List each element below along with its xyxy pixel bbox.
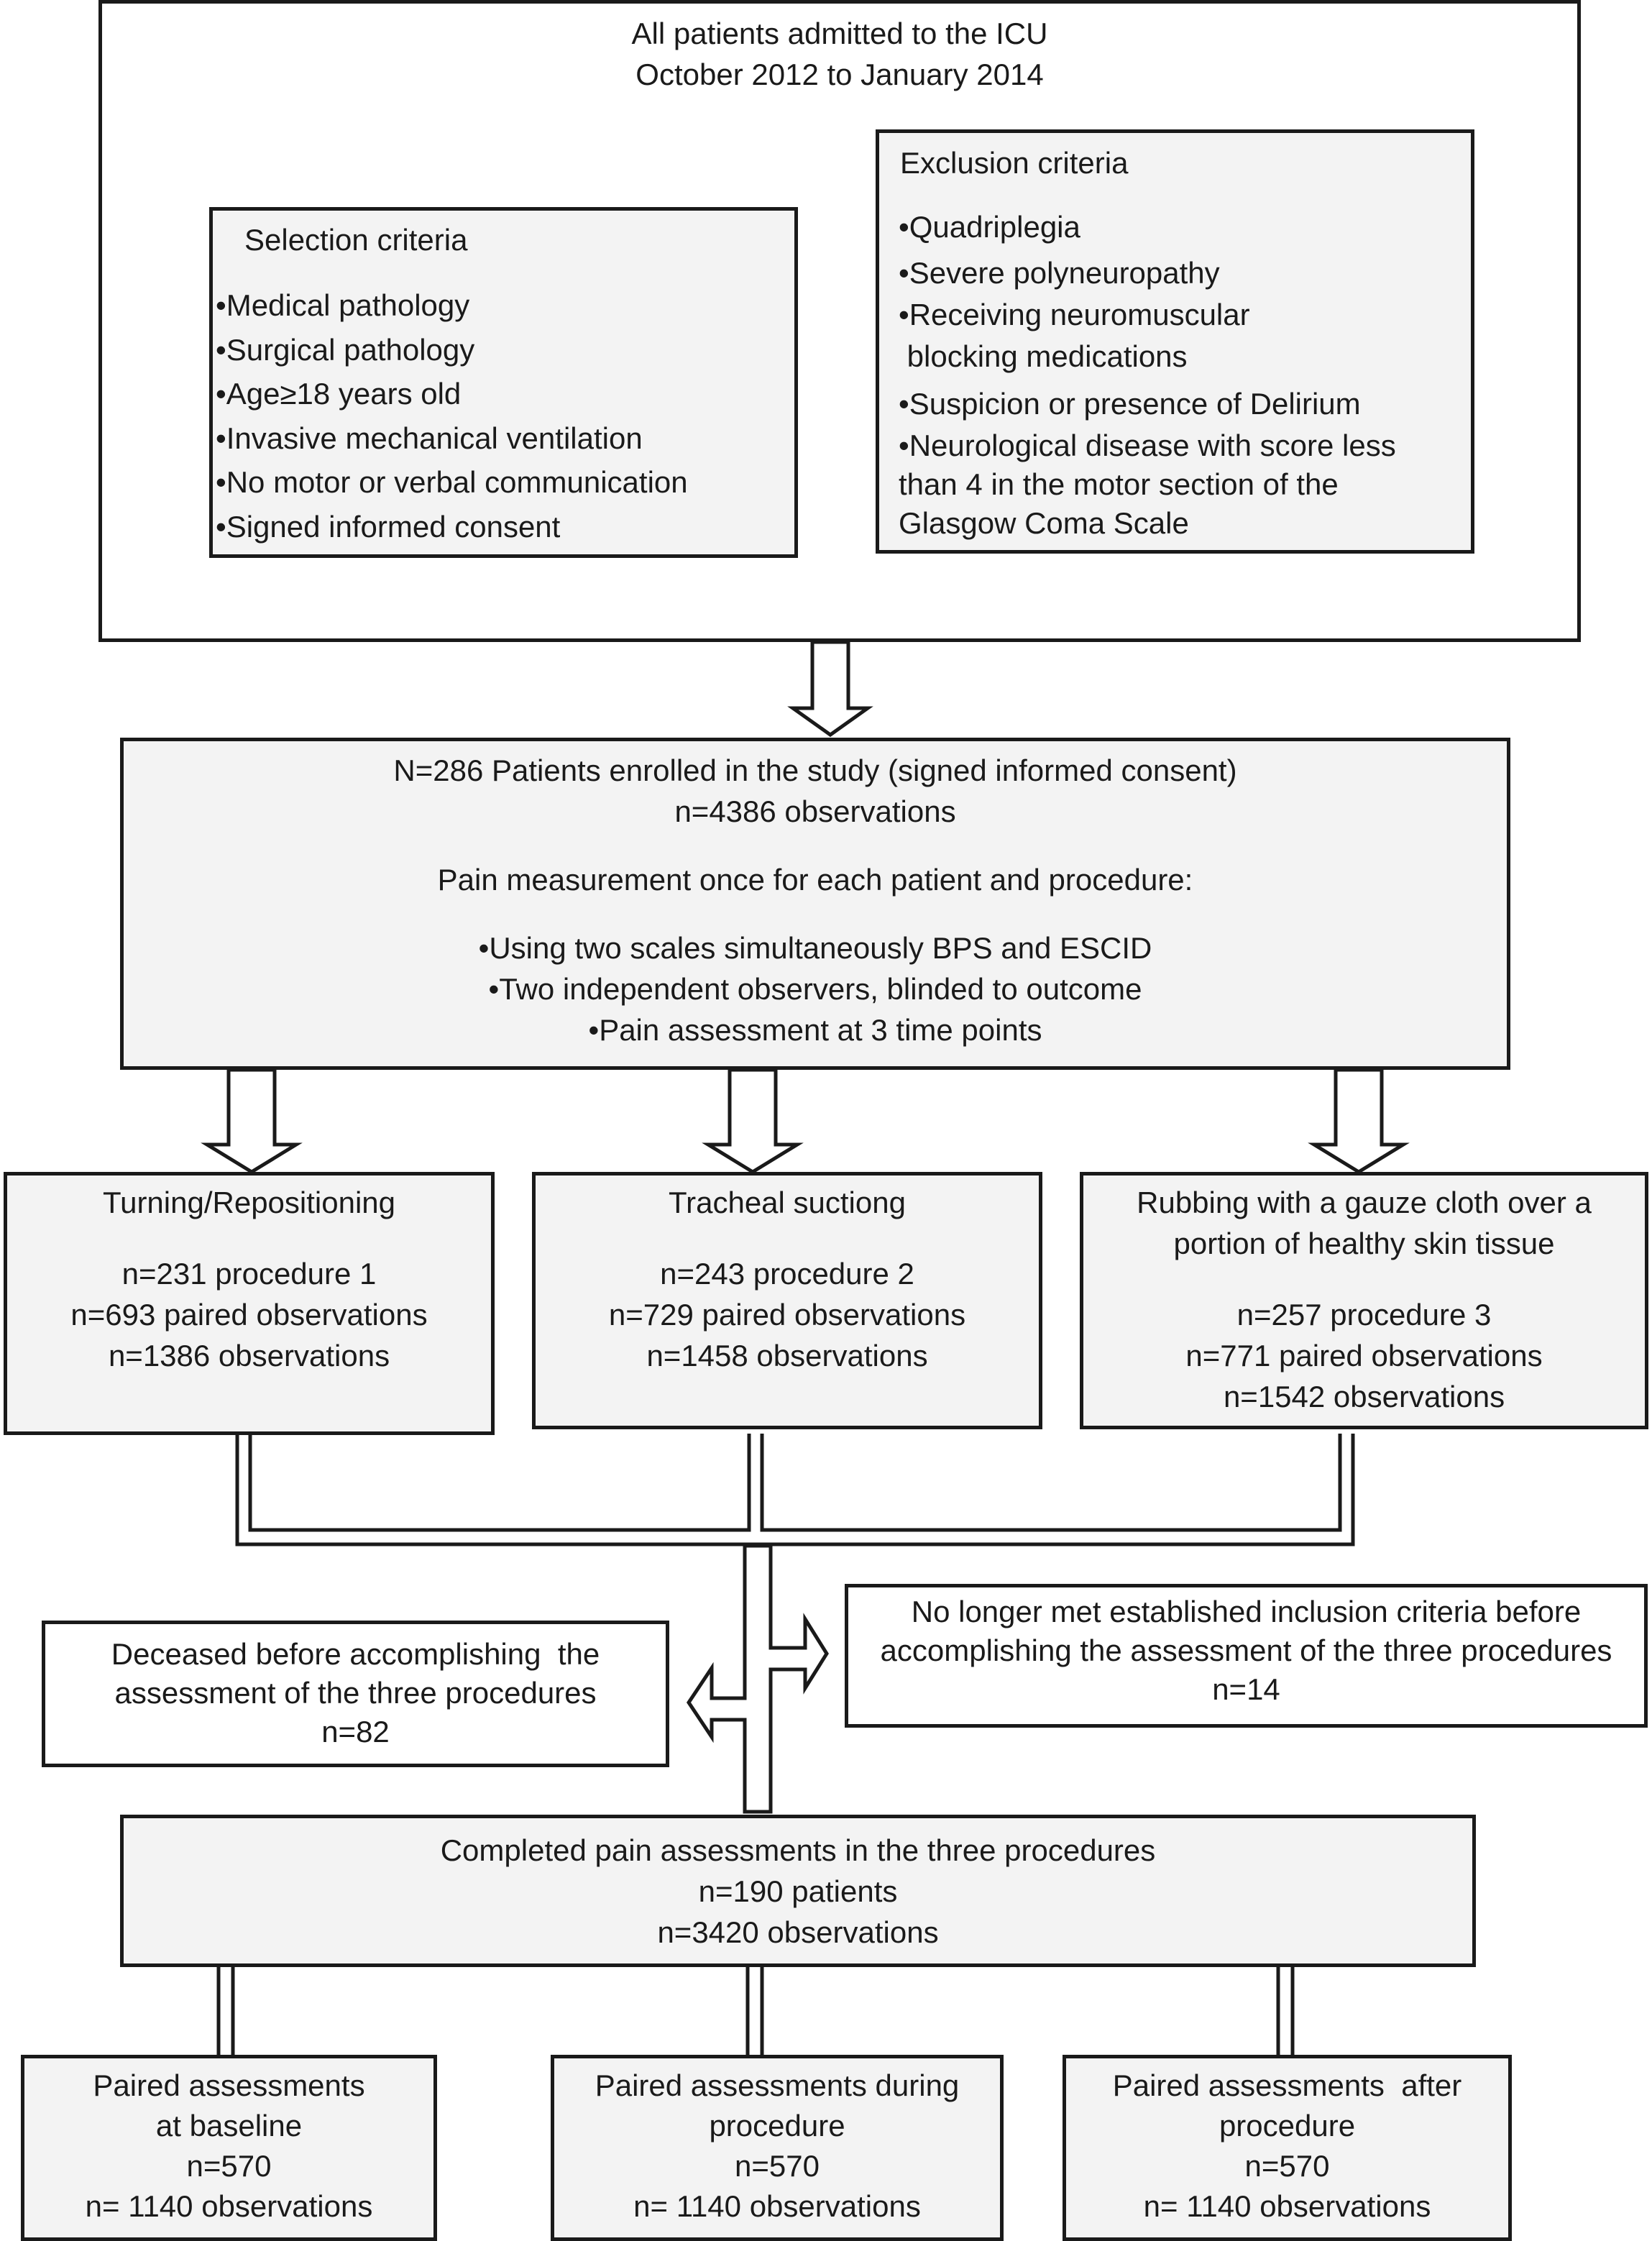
procedure-1-title: Turning/Repositioning xyxy=(102,1186,396,1219)
procedure-1-stat: n=1386 observations xyxy=(108,1339,390,1372)
connector-to-paired-3 xyxy=(1276,1967,1295,2055)
no-longer-met-line: n=14 xyxy=(1212,1672,1280,1706)
procedure-2-stat: n=729 paired observations xyxy=(608,1298,966,1332)
enrolled-line-2: n=4386 observations xyxy=(674,794,956,828)
enrolled-method-item: •Pain assessment at 3 time points xyxy=(588,1013,1042,1047)
connector-to-paired-1 xyxy=(216,1967,235,2055)
procedure-3-stat: n=1542 observations xyxy=(1223,1380,1505,1413)
procedure-2-text: Tracheal suctiong n=243 procedure 2 n=72… xyxy=(532,1182,1042,1376)
completed-box xyxy=(120,1815,1476,1967)
procedure-3-text: Rubbing with a gauze cloth over a portio… xyxy=(1080,1182,1648,1417)
deceased-line: Deceased before accomplishing the xyxy=(111,1637,600,1671)
procedure-box-1 xyxy=(4,1172,495,1435)
paired-during-text: Paired assessments during procedure n=57… xyxy=(551,2066,1004,2227)
admitted-line-1: All patients admitted to the ICU xyxy=(631,17,1048,50)
no-longer-met-text: No longer met established inclusion crit… xyxy=(845,1592,1648,1709)
selection-item: •Age≥18 years old xyxy=(216,377,462,411)
enrolled-method-item: •Two independent observers, blinded to o… xyxy=(488,972,1142,1006)
enrolled-method-item: •Using two scales simultaneously BPS and… xyxy=(478,931,1152,965)
paired-baseline-line: Paired assessments xyxy=(93,2068,365,2102)
arrow-to-procedure-1 xyxy=(201,1068,303,1174)
procedure-3-stat: n=257 procedure 3 xyxy=(1236,1298,1492,1332)
paired-after-text: Paired assessments after procedure n=570… xyxy=(1063,2066,1512,2227)
enrolled-method-title: Pain measurement once for each patient a… xyxy=(437,863,1193,897)
procedure-3-title: Rubbing with a gauze cloth over a xyxy=(1137,1186,1592,1219)
selection-criteria-box xyxy=(209,207,798,558)
arrow-to-procedure-3 xyxy=(1308,1068,1410,1174)
paired-baseline-line: n=570 xyxy=(186,2149,272,2183)
paired-after-line: n=570 xyxy=(1244,2149,1330,2183)
deceased-line: n=82 xyxy=(321,1715,390,1749)
enrolled-line-1: N=286 Patients enrolled in the study (si… xyxy=(393,753,1237,787)
merge-connector-outer xyxy=(235,1434,1355,1546)
paired-box-after xyxy=(1063,2055,1512,2241)
admitted-text: All patients admitted to the ICU October… xyxy=(98,13,1581,95)
procedure-3-title: portion of healthy skin tissue xyxy=(1173,1227,1555,1260)
selection-item: •Surgical pathology xyxy=(216,332,475,367)
exclusion-line: Glasgow Coma Scale xyxy=(899,506,1189,540)
completed-line: n=190 patients xyxy=(698,1874,898,1908)
paired-after-line: procedure xyxy=(1219,2109,1356,2143)
exclusion-criteria-title: Exclusion criteria xyxy=(900,146,1129,180)
completed-text: Completed pain assessments in the three … xyxy=(120,1830,1476,1953)
paired-box-during xyxy=(551,2055,1004,2241)
no-longer-met-line: No longer met established inclusion crit… xyxy=(911,1595,1582,1628)
deceased-text: Deceased before accomplishing the assess… xyxy=(42,1635,669,1751)
procedure-2-stat: n=1458 observations xyxy=(646,1339,928,1372)
enrolled-text: N=286 Patients enrolled in the study (si… xyxy=(120,750,1510,1050)
procedure-1-text: Turning/Repositioning n=231 procedure 1 … xyxy=(4,1182,495,1376)
arrow-to-procedure-2 xyxy=(702,1068,804,1174)
procedure-box-2 xyxy=(532,1172,1042,1429)
selection-item: •Medical pathology xyxy=(216,288,470,322)
procedure-3-stat: n=771 paired observations xyxy=(1185,1339,1543,1372)
exclusion-criteria-list: •Quadriplegia •Severe polyneuropathy •Re… xyxy=(899,206,1396,544)
procedure-1-stat: n=231 procedure 1 xyxy=(121,1257,377,1291)
deceased-box xyxy=(42,1621,669,1767)
exclusion-line: •Neurological disease with score less xyxy=(899,429,1396,462)
enrolled-box xyxy=(120,738,1510,1070)
procedure-2-stat: n=243 procedure 2 xyxy=(660,1257,914,1291)
selection-criteria-list: •Medical pathology •Surgical pathology •… xyxy=(216,283,688,549)
procedure-1-stat: n=693 paired observations xyxy=(70,1298,428,1332)
no-longer-met-line: accomplishing the assessment of the thre… xyxy=(880,1633,1612,1667)
exclusion-criteria-box xyxy=(876,129,1474,554)
exclusion-line: •Receiving neuromuscular xyxy=(899,298,1250,331)
completed-line: n=3420 observations xyxy=(657,1915,939,1949)
no-longer-met-box xyxy=(845,1584,1648,1728)
connector-to-paired-2 xyxy=(745,1967,764,2055)
merge-connector-inner xyxy=(747,1544,764,1553)
paired-box-baseline xyxy=(21,2055,437,2241)
completed-line: Completed pain assessments in the three … xyxy=(440,1833,1156,1867)
selection-criteria-title: Selection criteria xyxy=(244,223,468,257)
arrow-admitted-to-enrolled xyxy=(787,640,873,738)
paired-during-line: n=570 xyxy=(735,2149,820,2183)
central-exit-connector xyxy=(686,1544,829,1814)
admitted-line-2: October 2012 to January 2014 xyxy=(635,58,1044,91)
deceased-line: assessment of the three procedures xyxy=(114,1676,597,1710)
exclusion-line: •Severe polyneuropathy xyxy=(899,256,1220,290)
paired-baseline-line: at baseline xyxy=(155,2109,303,2143)
exclusion-line: than 4 in the motor section of the xyxy=(899,467,1339,501)
selection-item: •Signed informed consent xyxy=(216,509,561,544)
paired-baseline-text: Paired assessments at baseline n=570 n= … xyxy=(21,2066,437,2227)
paired-after-line: Paired assessments after xyxy=(1112,2068,1462,2102)
selection-item: •Invasive mechanical ventilation xyxy=(216,421,643,455)
exclusion-line: •Quadriplegia xyxy=(899,210,1080,244)
exclusion-line: •Suspicion or presence of Delirium xyxy=(899,387,1361,421)
selection-item: •No motor or verbal communication xyxy=(216,465,688,499)
paired-during-line: procedure xyxy=(709,2109,845,2143)
paired-after-line: n= 1140 observations xyxy=(1143,2189,1431,2223)
exclusion-line: blocking medications xyxy=(899,339,1188,373)
paired-baseline-line: n= 1140 observations xyxy=(85,2189,373,2223)
paired-during-line: Paired assessments during xyxy=(595,2068,960,2102)
paired-during-line: n= 1140 observations xyxy=(633,2189,921,2223)
procedure-2-title: Tracheal suctiong xyxy=(669,1186,906,1219)
procedure-box-3 xyxy=(1080,1172,1648,1429)
